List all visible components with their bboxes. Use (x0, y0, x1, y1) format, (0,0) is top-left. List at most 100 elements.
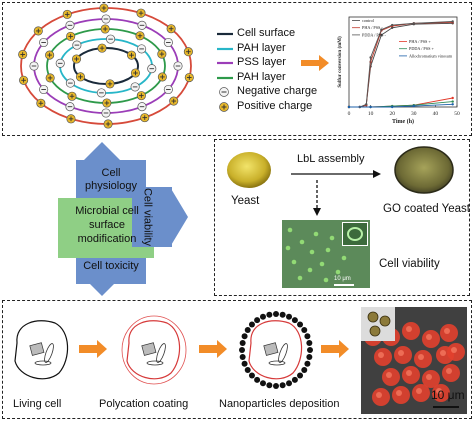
positive-charge-icon (103, 119, 113, 129)
polycation-layer (121, 315, 187, 385)
cell-dot (299, 239, 305, 245)
negative-charge-icon (163, 84, 173, 95)
positive-charge-icon (75, 72, 86, 82)
negative-charge-icon (65, 20, 75, 30)
positive-charge-icon (136, 8, 146, 18)
cell-physiology-label: Cell physiology (85, 167, 137, 192)
negative-charge-icon (163, 37, 173, 48)
red-cell-highlight (386, 372, 392, 378)
cell-dot (291, 259, 297, 265)
negative-charge-icon (39, 84, 49, 95)
layered-cell-diagram (18, 3, 194, 129)
negative-charge-icon (72, 40, 82, 50)
yeast-cell (227, 152, 271, 188)
polycation-coated-cell (121, 315, 187, 385)
inset-cell (379, 315, 391, 327)
process-diagram (14, 311, 349, 389)
viability-arrow (313, 180, 321, 216)
cell-dot (341, 255, 347, 261)
nanoparticle (248, 372, 255, 379)
red-cell-highlight (440, 350, 446, 356)
x-tick-label: 40 (433, 111, 439, 117)
nanoparticle (306, 354, 313, 361)
cell-outline (14, 320, 69, 380)
red-micrograph-scale-bar (433, 406, 459, 408)
red-cell-highlight (396, 390, 402, 396)
nanoparticle (241, 360, 248, 367)
lbl-assembly-label: LbL assembly (297, 153, 365, 165)
right-box (132, 187, 172, 247)
red-cell-highlight (376, 392, 382, 398)
positive-charge-icon (135, 31, 145, 41)
organelle (34, 360, 52, 366)
legend-label: Negative charge (237, 85, 318, 97)
process-arrow (199, 340, 227, 358)
positive-charge-icon (130, 68, 141, 78)
positive-charge-icon (36, 98, 46, 108)
nanoparticle (239, 354, 246, 361)
y-axis-label: Sulfur conversion (mM) (338, 36, 343, 88)
legend-label: PAH layer (237, 41, 286, 54)
nanoparticle (304, 333, 311, 340)
chart-legend-label: PHA / PSS + (409, 39, 431, 44)
series-point (391, 105, 394, 109)
legend-label: PSS layer (237, 56, 286, 68)
series-point (347, 105, 351, 109)
series-point (412, 104, 415, 108)
legend-row: PAH layer (217, 42, 347, 56)
nanoparticle (301, 326, 308, 333)
legend-swatch (217, 32, 233, 36)
cell-dot (313, 231, 319, 237)
nanoparticle (266, 311, 273, 318)
red-cell-highlight (418, 354, 424, 360)
microbial-modification-label: Microbial cell surface modification (75, 205, 139, 245)
cell-dot (297, 275, 303, 281)
negative-charge-icon (219, 87, 229, 97)
lbl-arrow (291, 170, 381, 178)
positive-charge-icon (62, 9, 72, 19)
nanoparticle (279, 382, 286, 389)
cell-dot (309, 249, 315, 255)
negative-charge-icon (137, 102, 147, 112)
cell-dot (287, 227, 293, 233)
positive-charge-icon (100, 24, 110, 34)
positive-charge-icon (97, 43, 107, 53)
nanoparticle (286, 313, 293, 320)
positive-charge-icon (169, 96, 179, 106)
nanoparticle (291, 376, 298, 383)
micrograph-inset (342, 222, 368, 246)
positive-charge-icon (99, 3, 109, 13)
nanoparticle (244, 367, 251, 374)
step-label-nanoparticles: Nanoparticles deposition (219, 398, 340, 410)
red-cell-highlight (378, 352, 384, 358)
legend-row: PSS layer (217, 56, 347, 70)
process-arrow (321, 340, 349, 358)
go-coated-yeast (394, 146, 454, 194)
nanoparticle (239, 347, 245, 353)
nanoparticle (254, 317, 261, 324)
chart-legend-label: PHA / PSS - (362, 25, 383, 30)
cell-viability-label: Cell viability (141, 187, 154, 247)
red-cell-highlight (426, 334, 432, 340)
micrograph-inset (361, 307, 395, 341)
arrow-to-chart (301, 55, 329, 71)
organelle (44, 343, 54, 363)
series-point (380, 28, 383, 31)
positive-charge-icon (157, 49, 167, 59)
organelle (156, 343, 166, 363)
negative-charge-icon (137, 20, 147, 30)
red-cell-highlight (426, 374, 432, 380)
legend-label: Positive charge (237, 99, 313, 112)
positive-charge-icon (19, 75, 29, 85)
step-label-living-cell: Living cell (13, 398, 62, 410)
nanoparticle (297, 321, 304, 328)
series-point (391, 23, 394, 27)
cell-outline (126, 320, 181, 380)
negative-charge-icon (106, 34, 116, 44)
positive-charge-icon (18, 49, 28, 60)
series-point (391, 26, 394, 29)
nanoparticle (291, 317, 298, 324)
series-point (369, 105, 372, 109)
red-cell-highlight (398, 350, 404, 356)
